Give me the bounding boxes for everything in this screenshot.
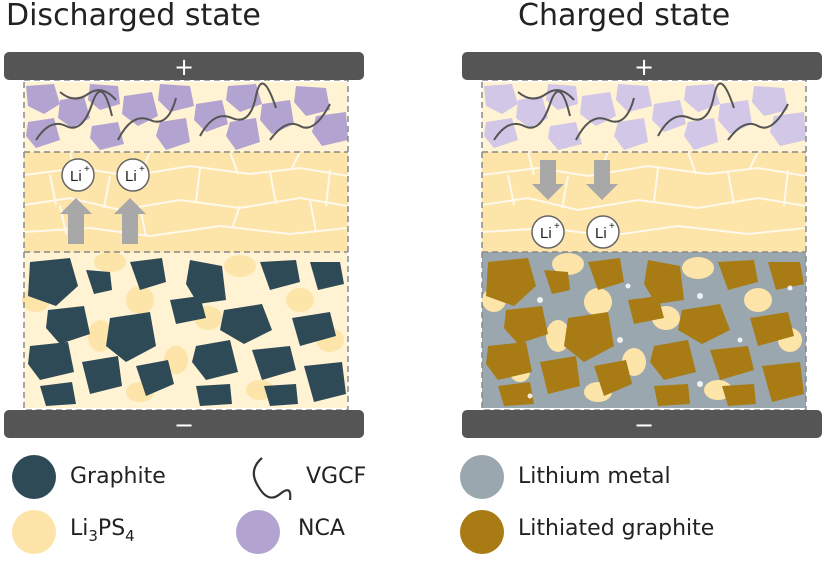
lithium-metal-swatch — [460, 455, 504, 499]
li-ion-charge: + — [84, 164, 90, 175]
discharged-state-title: Discharged state — [6, 0, 261, 33]
nca-particles — [26, 84, 348, 150]
vgcf-swatch — [252, 457, 292, 501]
electrolyte-grain-lines — [481, 151, 807, 238]
li-ion-charge: + — [554, 221, 560, 232]
up-arrow-icon — [114, 198, 146, 244]
li-down-arrows — [532, 160, 618, 200]
negative-collector — [4, 410, 364, 438]
li-ion-charge: + — [139, 164, 145, 175]
down-arrow-icon — [532, 160, 564, 200]
discharged-cell: Li + Li + + − — [4, 52, 364, 439]
li-ion-label: Li — [125, 168, 137, 185]
lithiated-graphite-swatch — [460, 510, 504, 554]
plus-sign: + — [634, 53, 654, 81]
li-ion-right-1: Li + — [531, 215, 565, 249]
li-ion-right-2: Li + — [586, 215, 620, 249]
up-arrow-icon — [60, 198, 92, 244]
down-arrow-icon — [586, 160, 618, 200]
li3ps4-particles-anode — [482, 253, 802, 402]
graphite-swatch — [12, 455, 56, 499]
li-ion-left-1: Li + — [61, 158, 95, 192]
li-ion-label: Li — [540, 225, 552, 242]
legend-lithium-metal: Lithium metal — [518, 464, 671, 489]
legend-nca: NCA — [298, 516, 345, 541]
li-ion-label: Li — [595, 225, 607, 242]
minus-sign: − — [174, 411, 194, 439]
li-ion-label: Li — [70, 168, 82, 185]
charged-state-title: Charged state — [518, 0, 731, 33]
positive-collector — [462, 52, 822, 80]
charged-cell: Li + Li + + − — [462, 52, 822, 439]
lithiated-graphite-particles — [486, 258, 804, 406]
negative-collector — [462, 410, 822, 438]
li3ps4-swatch — [12, 510, 56, 554]
vgcf-fibers — [493, 82, 789, 141]
legend-lithiated-graphite: Lithiated graphite — [518, 516, 715, 541]
vgcf-fibers — [35, 82, 331, 141]
minus-sign: − — [634, 411, 654, 439]
legend-vgcf: VGCF — [306, 464, 367, 489]
plus-sign: + — [174, 53, 194, 81]
legend-graphite: Graphite — [70, 464, 166, 489]
nca-swatch — [236, 510, 280, 554]
legend-li3ps4: Li3PS4 — [70, 516, 135, 545]
li-ion-left-2: Li + — [116, 158, 150, 192]
li-ion-charge: + — [609, 221, 615, 232]
li-up-arrows — [60, 198, 146, 244]
graphite-particles — [28, 258, 346, 406]
positive-collector — [4, 52, 364, 80]
pore-dots — [527, 283, 793, 399]
